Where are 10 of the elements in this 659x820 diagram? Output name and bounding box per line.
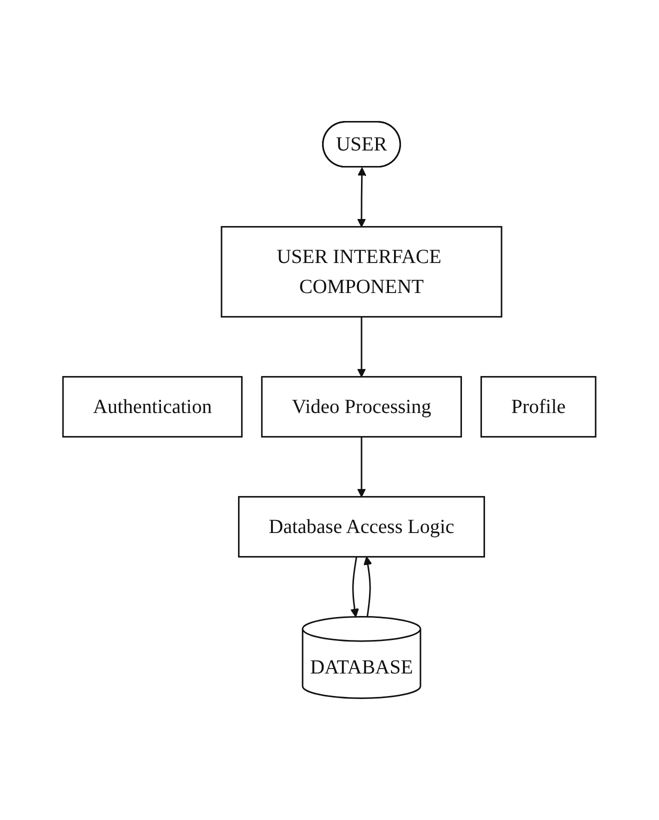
arrow xyxy=(357,436,366,498)
node-box: USER INTERFACE COMPONENT xyxy=(220,226,502,318)
arrow xyxy=(357,167,366,228)
arrow xyxy=(364,556,372,617)
arrow xyxy=(350,556,360,618)
node-box: Profile xyxy=(480,376,597,438)
arrow xyxy=(357,316,366,378)
node-box: Video Processing xyxy=(261,376,462,438)
node-box: Authentication xyxy=(62,376,243,438)
node-box: Database Access Logic xyxy=(238,496,486,558)
